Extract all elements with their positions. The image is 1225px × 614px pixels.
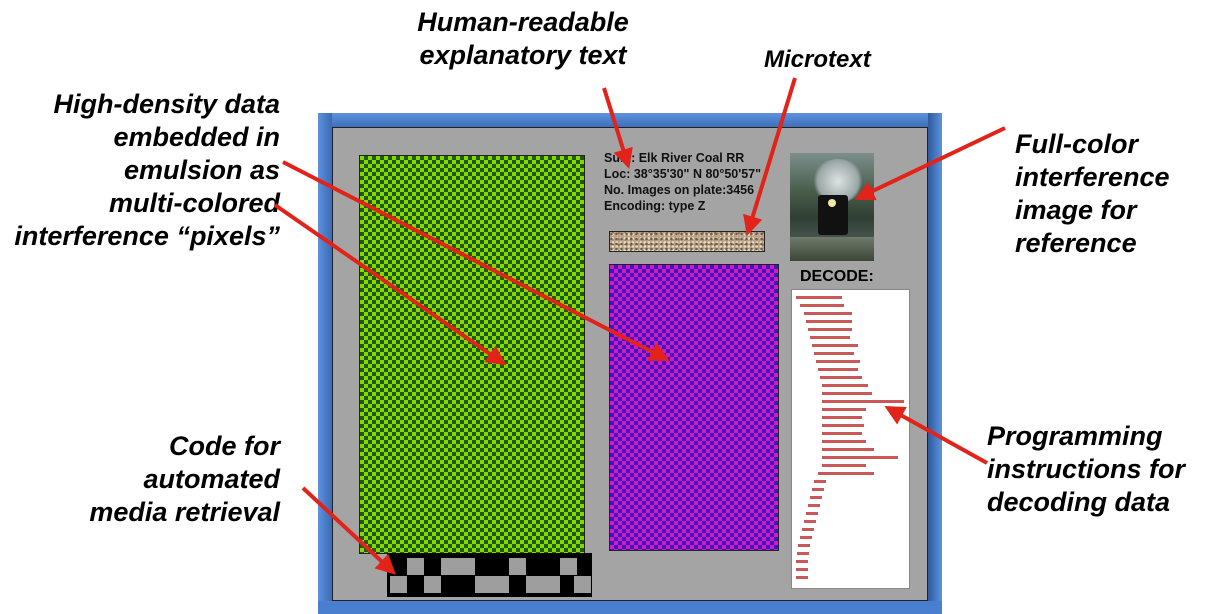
arrow-high-density-purple bbox=[282, 160, 670, 361]
code-line bbox=[804, 520, 816, 523]
code-line bbox=[822, 408, 866, 411]
microtext-strip bbox=[609, 231, 765, 252]
frame-bevel-bottom bbox=[318, 601, 942, 614]
code-line bbox=[796, 576, 808, 579]
code-line bbox=[810, 336, 850, 339]
barcode-cell bbox=[574, 576, 591, 593]
code-line bbox=[812, 344, 858, 347]
callout-full-color: Full-color interference image for refere… bbox=[1015, 129, 1170, 258]
barcode-cell bbox=[458, 558, 475, 575]
code-line bbox=[822, 440, 866, 443]
code-line bbox=[814, 480, 826, 483]
code-line bbox=[818, 472, 874, 475]
code-line bbox=[802, 528, 814, 531]
barcode-cell bbox=[424, 576, 441, 593]
code-line bbox=[822, 464, 866, 467]
retrieval-barcode bbox=[387, 553, 592, 597]
barcode-cell bbox=[543, 576, 560, 593]
headlamp bbox=[828, 199, 836, 207]
callout-human-readable: Human-readable explanatory text bbox=[417, 7, 629, 70]
code-line bbox=[797, 552, 809, 555]
code-line bbox=[818, 368, 858, 371]
code-line bbox=[810, 496, 822, 499]
plate-image-count: No. Images on plate:3456 bbox=[604, 183, 755, 197]
barcode-cell bbox=[441, 558, 458, 575]
barcode-cell bbox=[475, 576, 492, 593]
code-line bbox=[798, 544, 810, 547]
code-line bbox=[822, 424, 864, 427]
purple-data-region bbox=[609, 264, 779, 551]
plate-encoding: Encoding: type Z bbox=[604, 199, 706, 213]
code-line bbox=[822, 456, 898, 459]
barcode-cell bbox=[509, 558, 526, 575]
code-line bbox=[808, 504, 820, 507]
arrow-high-density-green bbox=[273, 203, 507, 366]
code-line bbox=[822, 392, 872, 395]
decode-label: DECODE: bbox=[800, 268, 874, 285]
code-line bbox=[822, 448, 874, 451]
code-line bbox=[806, 512, 818, 515]
code-line bbox=[822, 384, 868, 387]
code-line bbox=[808, 328, 852, 331]
callout-code-retrieval: Code for automated media retrieval bbox=[89, 431, 280, 527]
frame-bevel-right bbox=[928, 113, 942, 614]
code-line bbox=[822, 416, 862, 419]
barcode-cell bbox=[390, 576, 407, 593]
plate-location: Loc: 38°35'30" N 80°50'57" bbox=[604, 167, 762, 181]
code-line bbox=[822, 400, 904, 403]
plate-metadata: Subj: Elk River Coal RR Loc: 38°35'30" N… bbox=[604, 150, 761, 214]
track bbox=[790, 237, 874, 261]
code-line bbox=[796, 568, 808, 571]
callout-high-density: High-density data embedded in emulsion a… bbox=[14, 89, 280, 251]
code-line bbox=[800, 536, 812, 539]
arrow-microtext bbox=[743, 77, 797, 236]
decode-code-panel bbox=[791, 289, 910, 589]
code-line bbox=[812, 488, 824, 491]
barcode-cell bbox=[560, 558, 577, 575]
code-line bbox=[796, 560, 808, 563]
arrow-full-color bbox=[854, 126, 1006, 201]
arrow-programming bbox=[884, 406, 988, 465]
code-line bbox=[814, 352, 854, 355]
code-line bbox=[816, 360, 860, 363]
reference-image bbox=[790, 153, 874, 261]
barcode-cell bbox=[526, 576, 543, 593]
code-line bbox=[806, 320, 852, 323]
code-line bbox=[800, 304, 844, 307]
barcode-cell bbox=[492, 576, 509, 593]
code-line bbox=[820, 376, 862, 379]
barcode-cell bbox=[407, 558, 424, 575]
callout-microtext: Microtext bbox=[764, 46, 871, 73]
arrow-human-readable bbox=[602, 87, 633, 169]
arrow-code-retrieval bbox=[301, 486, 396, 575]
code-line bbox=[796, 296, 842, 299]
frame-bevel-top bbox=[318, 113, 942, 127]
code-line bbox=[804, 312, 852, 315]
code-line bbox=[822, 432, 862, 435]
callout-programming: Programming instructions for decoding da… bbox=[987, 421, 1186, 517]
plate-subject: Subj: Elk River Coal RR bbox=[604, 151, 745, 165]
